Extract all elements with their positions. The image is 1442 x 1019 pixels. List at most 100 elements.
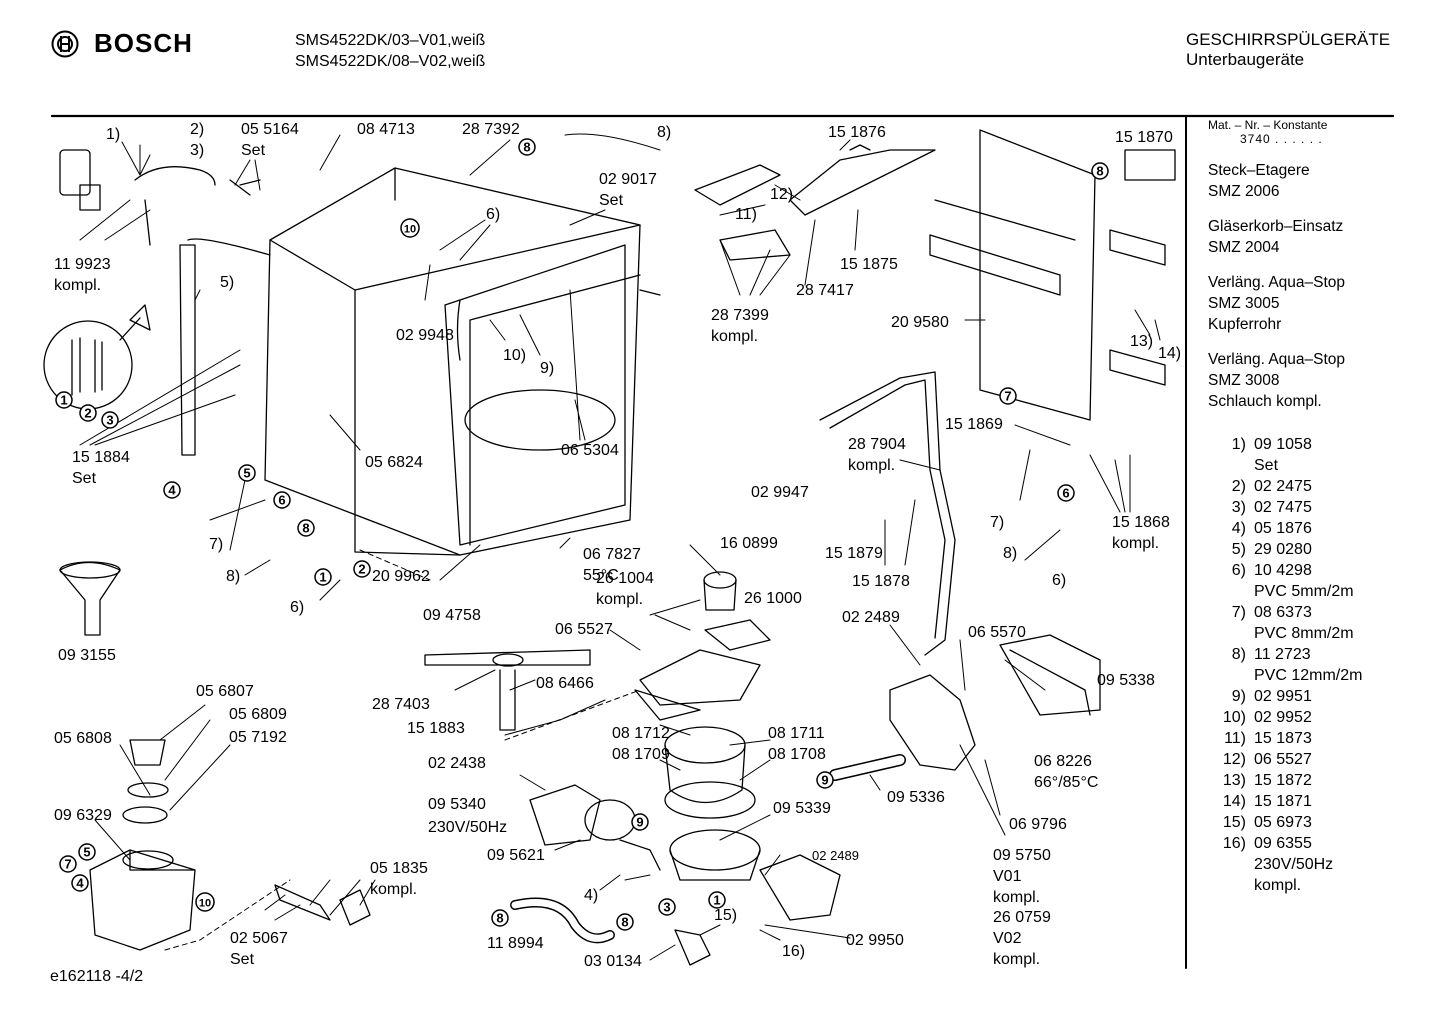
accessory-item: Steck–Etagere SMZ 2006 xyxy=(1208,160,1362,202)
part-label: 28 7904 xyxy=(848,436,906,453)
legend-row: 9)02 9951 xyxy=(1208,686,1362,707)
circled-marker: 10 xyxy=(195,892,215,912)
circled-marker: 9 xyxy=(816,771,834,789)
part-label: 09 4758 xyxy=(423,607,481,624)
spray-arm-top-shape xyxy=(694,144,936,261)
part-label: 08 4713 xyxy=(357,121,415,138)
category-header: GESCHIRRSPÜLGERÄTE Unterbaugeräte xyxy=(1186,30,1390,70)
legend-row: 1)09 1058 xyxy=(1208,434,1362,455)
accessory-code: SMZ 2004 xyxy=(1208,239,1280,256)
part-label: 02 9947 xyxy=(751,484,809,501)
part-label: 9) xyxy=(540,360,554,377)
legend-row: 2)02 2475 xyxy=(1208,476,1362,497)
part-label: 11 9923 xyxy=(54,256,111,273)
svg-text:1: 1 xyxy=(60,393,67,408)
legend-number: 2) xyxy=(1231,478,1246,495)
part-label: 28 7417 xyxy=(796,282,854,299)
legend-row: 4)05 1876 xyxy=(1208,518,1362,539)
part-label: 06 5527 xyxy=(555,621,613,638)
legend-number: 14) xyxy=(1222,793,1246,810)
legend-number xyxy=(1208,875,1254,896)
legend-value: PVC 12mm/2m xyxy=(1254,667,1363,684)
circulation-pump-shape xyxy=(529,784,841,921)
part-label: kompl. xyxy=(993,889,1040,906)
svg-text:5: 5 xyxy=(83,845,90,860)
legend-number: 6) xyxy=(1231,562,1246,579)
legend-row: 11)15 1873 xyxy=(1208,728,1362,749)
part-label: 09 5750 xyxy=(993,847,1051,864)
circled-marker: 8 xyxy=(1091,162,1109,180)
part-label: 09 5339 xyxy=(773,800,831,817)
svg-text:10: 10 xyxy=(404,224,416,236)
legend-row: 5)29 0280 xyxy=(1208,539,1362,560)
drain-hose-shape xyxy=(510,754,906,944)
legend-value: 05 1876 xyxy=(1254,520,1312,537)
part-label: 02 9017 xyxy=(599,171,657,188)
part-label: 05 1835 xyxy=(370,860,428,877)
part-label: 02 9950 xyxy=(846,932,904,949)
konstante-label: Mat. – Nr. – Konstante xyxy=(1208,118,1328,132)
legend-value: PVC 8mm/2m xyxy=(1254,625,1354,642)
part-label: 66°/85°C xyxy=(1034,774,1098,791)
svg-text:1: 1 xyxy=(713,893,720,908)
legend-value: 02 9952 xyxy=(1254,709,1312,726)
part-label: 08 1711 xyxy=(768,725,825,742)
circled-marker: 8 xyxy=(518,138,536,156)
part-label: 09 5336 xyxy=(887,789,945,806)
legend-number xyxy=(1208,623,1254,644)
legend-row: 230V/50Hz xyxy=(1208,854,1362,875)
part-label: 26 1004 xyxy=(596,570,654,587)
drain-pump-module-shape xyxy=(889,634,1101,771)
svg-text:9: 9 xyxy=(821,773,828,788)
legend-number: 10) xyxy=(1222,709,1246,726)
legend-value: 15 1871 xyxy=(1254,793,1312,810)
circled-marker: 10 xyxy=(400,218,420,238)
legend-number: 13) xyxy=(1222,772,1246,789)
circled-marker: 4 xyxy=(71,874,89,892)
legend-number: 3) xyxy=(1231,499,1246,516)
circled-marker: 3 xyxy=(658,898,676,916)
konstante-value: 3740 . . . . . . xyxy=(1240,132,1323,146)
legend-row: 13)15 1872 xyxy=(1208,770,1362,791)
circled-marker: 8 xyxy=(491,909,509,927)
part-label: 06 8226 xyxy=(1034,753,1092,770)
svg-text:3: 3 xyxy=(663,900,670,915)
circled-marker: 5 xyxy=(78,843,96,861)
part-label: 3) xyxy=(190,142,204,159)
part-label: 12) xyxy=(770,186,793,203)
circled-marker: 4 xyxy=(163,481,181,499)
part-label: 6) xyxy=(1052,572,1066,589)
accessory-note: Schlauch kompl. xyxy=(1208,393,1322,410)
legend-number: 5) xyxy=(1231,541,1246,558)
part-label: 16 0899 xyxy=(720,535,778,552)
legend-value: 05 6973 xyxy=(1254,814,1312,831)
legend-row: PVC 12mm/2m xyxy=(1208,665,1362,686)
accessory-item: Verläng. Aqua–Stop SMZ 3008 Schlauch kom… xyxy=(1208,349,1362,412)
svg-text:7: 7 xyxy=(64,857,71,872)
legend-value: 230V/50Hz xyxy=(1254,856,1334,873)
part-label: 05 6824 xyxy=(365,454,423,471)
part-label: 16) xyxy=(782,943,805,960)
svg-text:9: 9 xyxy=(636,815,643,830)
legend-row: 8)11 2723 xyxy=(1208,644,1362,665)
model-line: SMS4522DK/08–V02,weiß xyxy=(295,53,486,70)
part-label: 26 0759 xyxy=(993,909,1051,926)
part-label: 8) xyxy=(226,568,240,585)
part-label: 7) xyxy=(990,514,1004,531)
part-label: 15 1868 xyxy=(1112,514,1170,531)
part-label: 4) xyxy=(584,887,598,904)
legend-value: 15 1873 xyxy=(1254,730,1312,747)
part-label: 11 8994 xyxy=(487,935,544,952)
legend-number: 9) xyxy=(1231,688,1246,705)
legend-row: 3)02 7475 xyxy=(1208,497,1362,518)
circled-marker: 1 xyxy=(708,891,726,909)
legend-value: 11 2723 xyxy=(1254,646,1311,663)
part-label: 15 1879 xyxy=(825,545,883,562)
legend-row: PVC 5mm/2m xyxy=(1208,581,1362,602)
part-label: 02 2489 xyxy=(812,848,859,863)
water-softener-shape xyxy=(89,739,196,951)
part-label: 6) xyxy=(486,206,500,223)
legend-row: 6)10 4298 xyxy=(1208,560,1362,581)
part-label: 05 5164 xyxy=(241,121,299,138)
